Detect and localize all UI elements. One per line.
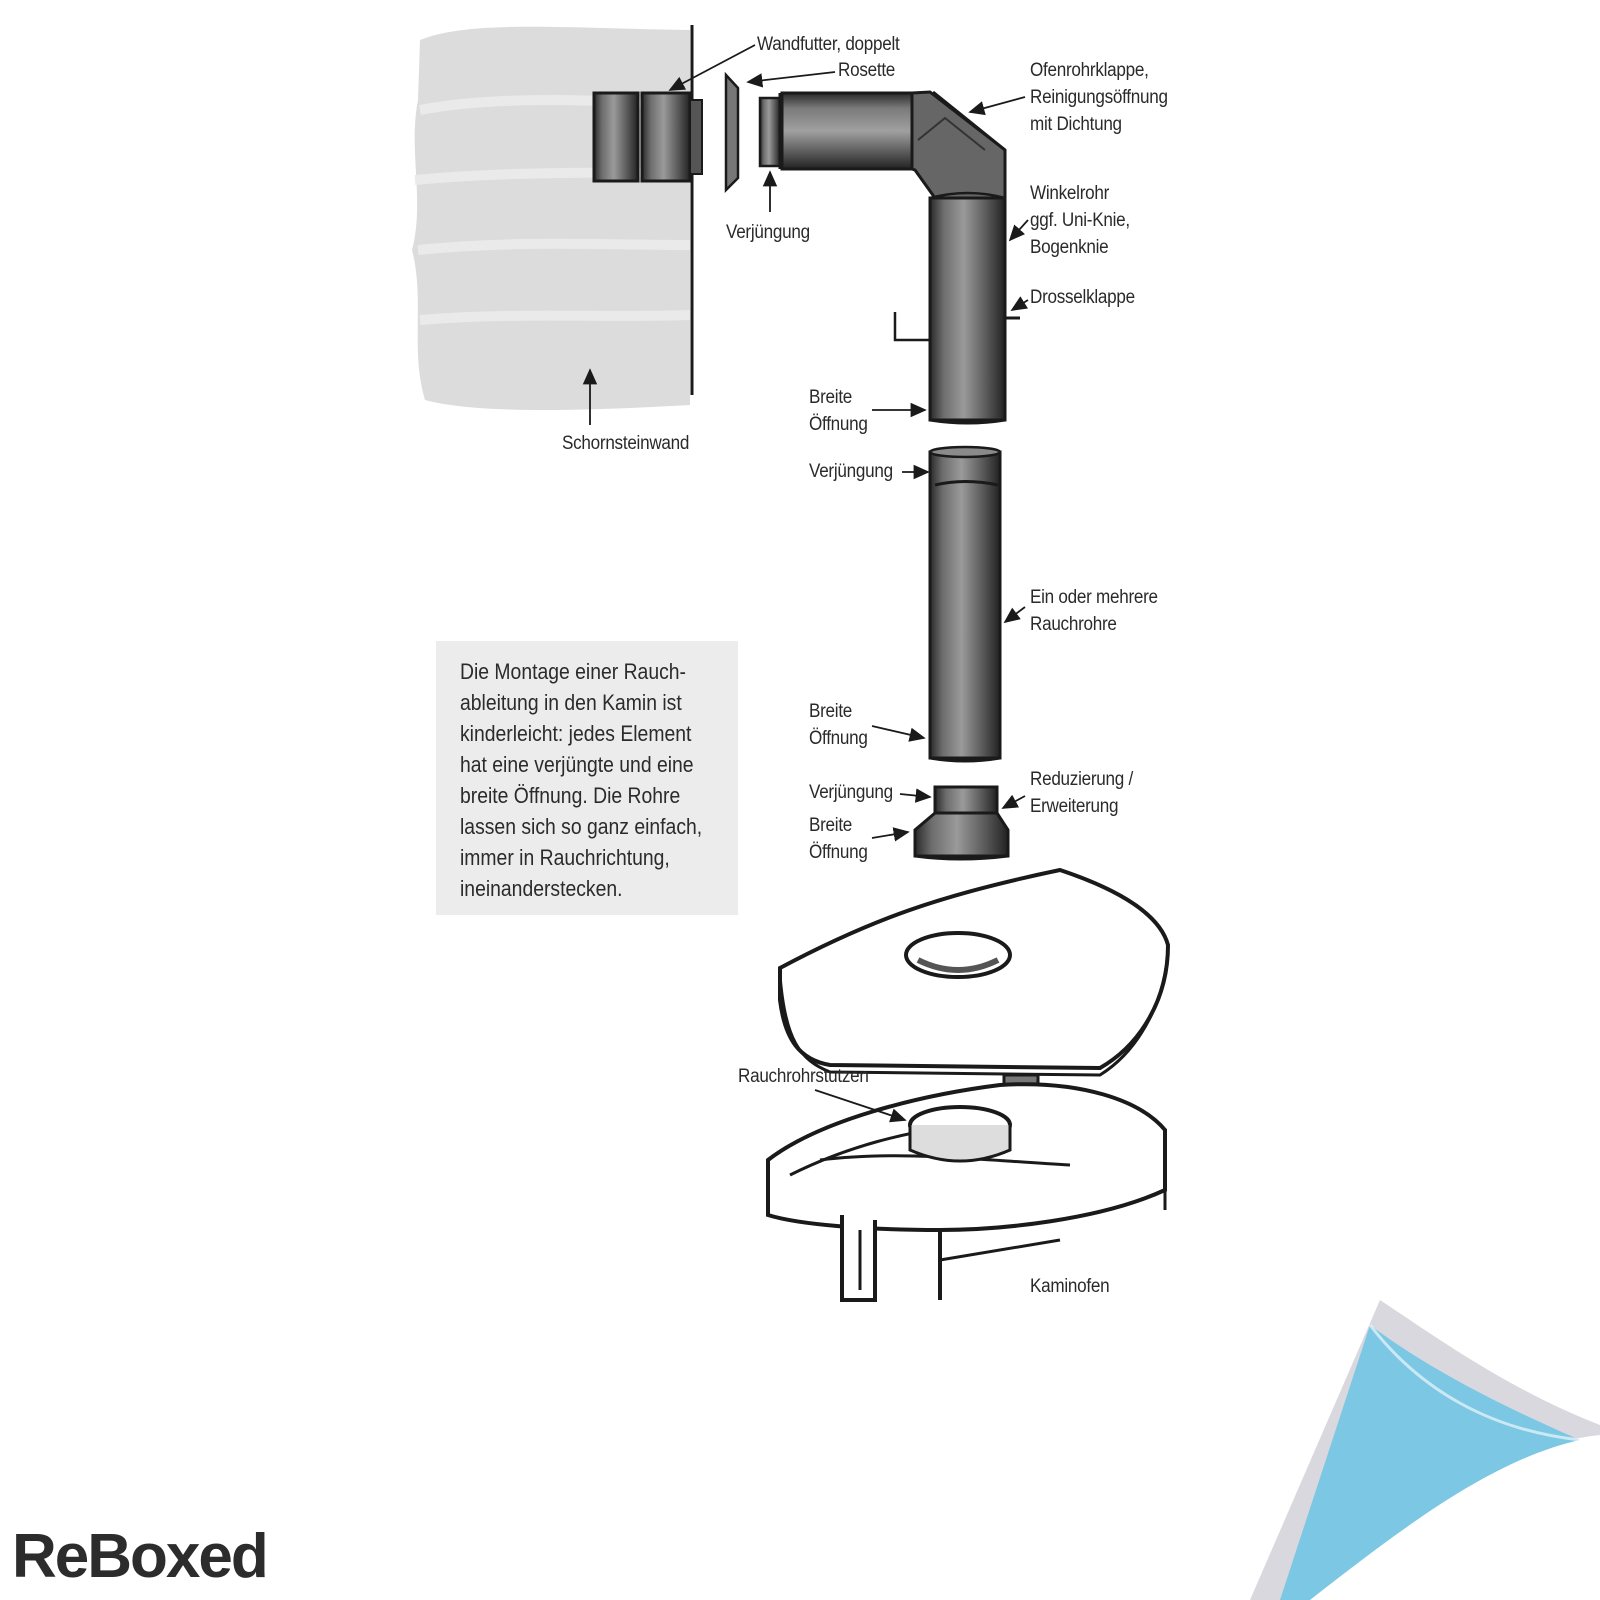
smoke-pipe [928,445,1002,763]
wall-sleeve [592,91,703,183]
label-verjuengung-reducer: Verjüngung [809,782,893,803]
label-ofenrohrklappe: Ofenrohrklappe, Reinigungsöffnung mit Di… [1030,60,1168,135]
elbow-pipe [778,90,1020,425]
reducer [913,785,1010,861]
label-breite-oeffnung-2: Breite Öffnung [809,701,868,749]
label-reduzierung: Reduzierung / Erweiterung [1030,769,1133,817]
label-schornsteinwand: Schornsteinwand [562,433,690,454]
page-curl-graphic [1250,1300,1600,1600]
label-drosselklappe: Drosselklappe [1030,287,1135,308]
stove-body [766,1082,1167,1302]
label-wandfutter: Wandfutter, doppelt [757,34,900,55]
info-box: Die Montage einer Rauch- ableitung in de… [436,641,738,915]
chimney-wall [412,25,694,410]
label-verjuengung-top: Verjüngung [726,222,810,243]
reboxed-logo: ReBoxed [12,1522,269,1591]
info-text: Die Montage einer Rauch- ableitung in de… [460,659,703,901]
label-rosette: Rosette [838,60,896,81]
label-rauchrohrstutzen: Rauchrohrstutzen [738,1066,869,1087]
label-verjuengung-pipe: Verjüngung [809,461,893,482]
leader-lines [582,44,1029,1123]
rosette [724,71,740,194]
label-kaminofen: Kaminofen [1030,1276,1110,1297]
label-rauchrohre: Ein oder mehrere Rauchrohre [1030,587,1158,635]
taper-ring [758,96,782,168]
label-winkelrohr: Winkelrohr ggf. Uni-Knie, Bogenknie [1030,183,1130,258]
label-breite-oeffnung-3: Breite Öffnung [809,815,868,863]
label-breite-oeffnung-1: Breite Öffnung [809,387,868,435]
